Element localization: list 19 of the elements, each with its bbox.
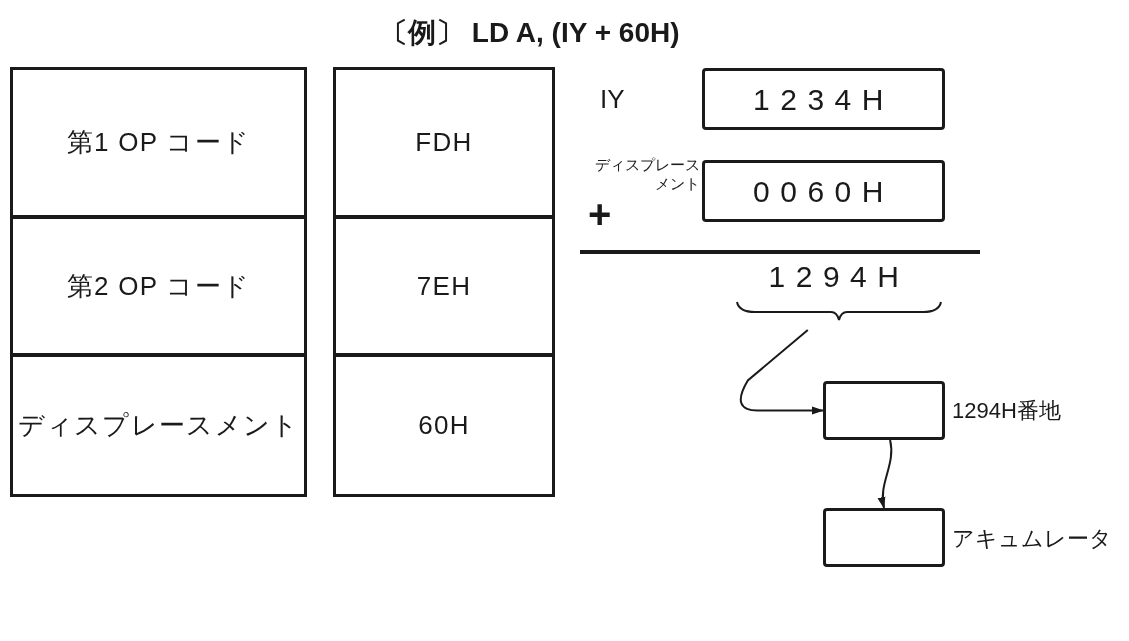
node-caption: アキュムレータ	[952, 525, 1112, 553]
table-cell: FDH	[333, 67, 555, 218]
memory-box	[823, 381, 945, 440]
register-box: 0060H	[702, 160, 945, 222]
diagram-title: 〔例〕 LD A, (IY + 60H)	[380, 16, 680, 50]
table-cell: 7EH	[333, 216, 555, 356]
curved-arrow	[739, 329, 824, 415]
table-cell: 60H	[333, 354, 555, 497]
plus-sign: +	[588, 194, 612, 234]
node-caption: ディスプレースメント	[594, 156, 700, 194]
table-cell: ディスプレースメント	[10, 354, 307, 497]
curved-arrow	[878, 439, 893, 509]
table-cell: 第2 OP コード	[10, 216, 307, 356]
table-cell: 第1 OP コード	[10, 67, 307, 218]
node-caption: IY	[600, 83, 625, 116]
sum-value: 1294H	[768, 262, 910, 292]
register-box: 1234H	[702, 68, 945, 130]
node-caption: 1294H番地	[952, 397, 1061, 425]
memory-box	[823, 508, 945, 567]
